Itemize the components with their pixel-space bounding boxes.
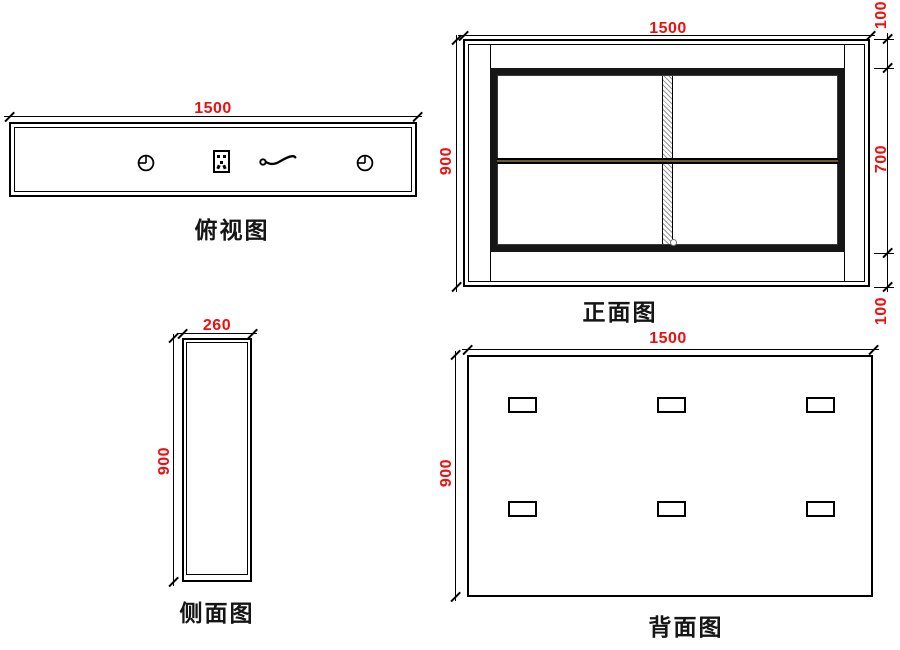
- socket-icon: [213, 150, 230, 173]
- vent-slot: [508, 397, 537, 413]
- clock-icon: [137, 154, 155, 172]
- side-view-inner-line: [186, 342, 248, 575]
- front-view-middle-section-dim: 700: [873, 144, 890, 174]
- back-view-width-dim: 1500: [649, 330, 687, 347]
- back-view-outline: [467, 355, 873, 597]
- side-view-dim-line: [177, 333, 257, 335]
- side-view-outline: [182, 338, 252, 582]
- top-view-title: 俯视图: [194, 217, 270, 243]
- front-view-left-dim-line: [456, 35, 458, 292]
- door-knob: [670, 239, 677, 246]
- clock-icon: [356, 154, 374, 172]
- vent-slot: [508, 501, 537, 517]
- front-middle-bar: [497, 158, 838, 164]
- front-view-title: 正面图: [582, 299, 658, 325]
- top-view-inner-line: [14, 127, 412, 192]
- top-view-width-dim: 1500: [194, 100, 232, 117]
- front-view-inner-line: [468, 44, 865, 282]
- front-view-width-dim: 1500: [649, 20, 687, 37]
- front-view-top-section-dim: 100: [873, 0, 890, 30]
- vent-slot: [657, 501, 686, 517]
- front-view-height-dim: 900: [438, 146, 455, 176]
- vent-slot: [806, 501, 835, 517]
- vent-slot: [657, 397, 686, 413]
- side-view-left-dim-line: [173, 334, 175, 586]
- front-view-right-dim-line: [887, 33, 889, 292]
- back-view-title: 背面图: [648, 614, 724, 640]
- cable-icon: [259, 155, 297, 166]
- side-view-width-dim: 260: [202, 317, 232, 334]
- side-view-title: 侧面图: [179, 600, 255, 626]
- back-view-left-dim-line: [455, 351, 457, 601]
- back-view-dim-line: [462, 349, 879, 351]
- side-view-height-dim: 900: [156, 446, 173, 476]
- front-view-bottom-section-dim: 100: [873, 296, 890, 326]
- front-view-dim-line: [458, 35, 875, 37]
- vent-slot: [806, 397, 835, 413]
- top-view-dim-line: [4, 116, 422, 118]
- back-view-height-dim: 900: [438, 458, 455, 488]
